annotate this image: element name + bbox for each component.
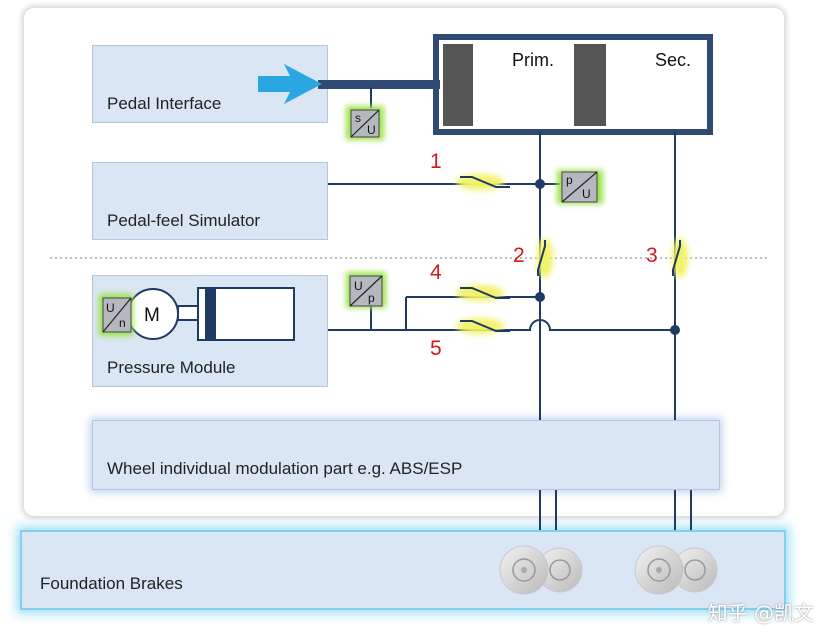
prim-label: Prim. [512,50,554,70]
brake-discs-primary-icon [499,545,583,595]
hydraulic-lines [328,87,692,530]
pedal-interface-label: Pedal Interface [107,94,222,113]
valve-5 [456,318,510,334]
modulation-label: Wheel individual modulation part e.g. AB… [107,459,463,478]
prim-pressure-sensor-top: p [566,173,573,187]
valve-4 [456,285,510,301]
travel-sensor-icon: s U [346,106,384,140]
brake-discs-secondary-icon [634,545,718,595]
valve-number-2: 2 [513,244,525,267]
junction-2 [535,292,545,302]
valve-2 [537,238,553,278]
valve-number-3: 3 [646,244,658,267]
prim-pressure-sensor-bottom: U [582,187,591,201]
motor-icon: U n M [99,288,179,340]
junction-3 [670,325,680,335]
pedal-arrow-icon [258,64,322,104]
module-pressure-sensor-bottom: p [368,291,375,305]
pedal-feel-simulator-label: Pedal-feel Simulator [107,211,261,230]
travel-sensor-top: s [355,111,361,125]
plunger-cylinder [177,287,295,341]
valve-number-1: 1 [430,150,442,173]
foundation-brakes-label: Foundation Brakes [40,574,183,593]
master-cylinder [433,34,713,135]
valve-number-5: 5 [430,337,442,360]
valves [456,174,688,334]
valve-3 [672,238,688,278]
module-pressure-sensor-top: U [354,279,363,293]
valve-1 [456,174,510,190]
motor-sensor-bottom: n [119,316,126,330]
pedal-feel-simulator-box: Pedal-feel Simulator [92,162,328,240]
motor-label: M [144,305,160,326]
watermark: 知乎 @凯文 [707,601,814,625]
push-rod [318,80,440,89]
junction-1 [535,179,545,189]
primary-piston [443,44,473,126]
sec-label: Sec. [655,50,692,70]
travel-sensor-bottom: U [367,123,376,137]
motor-sensor-top: U [106,301,115,315]
pressure-module-label: Pressure Module [107,358,236,377]
modulation-box: Wheel individual modulation part e.g. AB… [92,420,720,490]
secondary-piston [574,44,606,126]
valve-number-4: 4 [430,261,442,284]
module-pressure-sensor-icon: U p [346,272,386,308]
prim-pressure-sensor-icon: p U [557,170,603,204]
